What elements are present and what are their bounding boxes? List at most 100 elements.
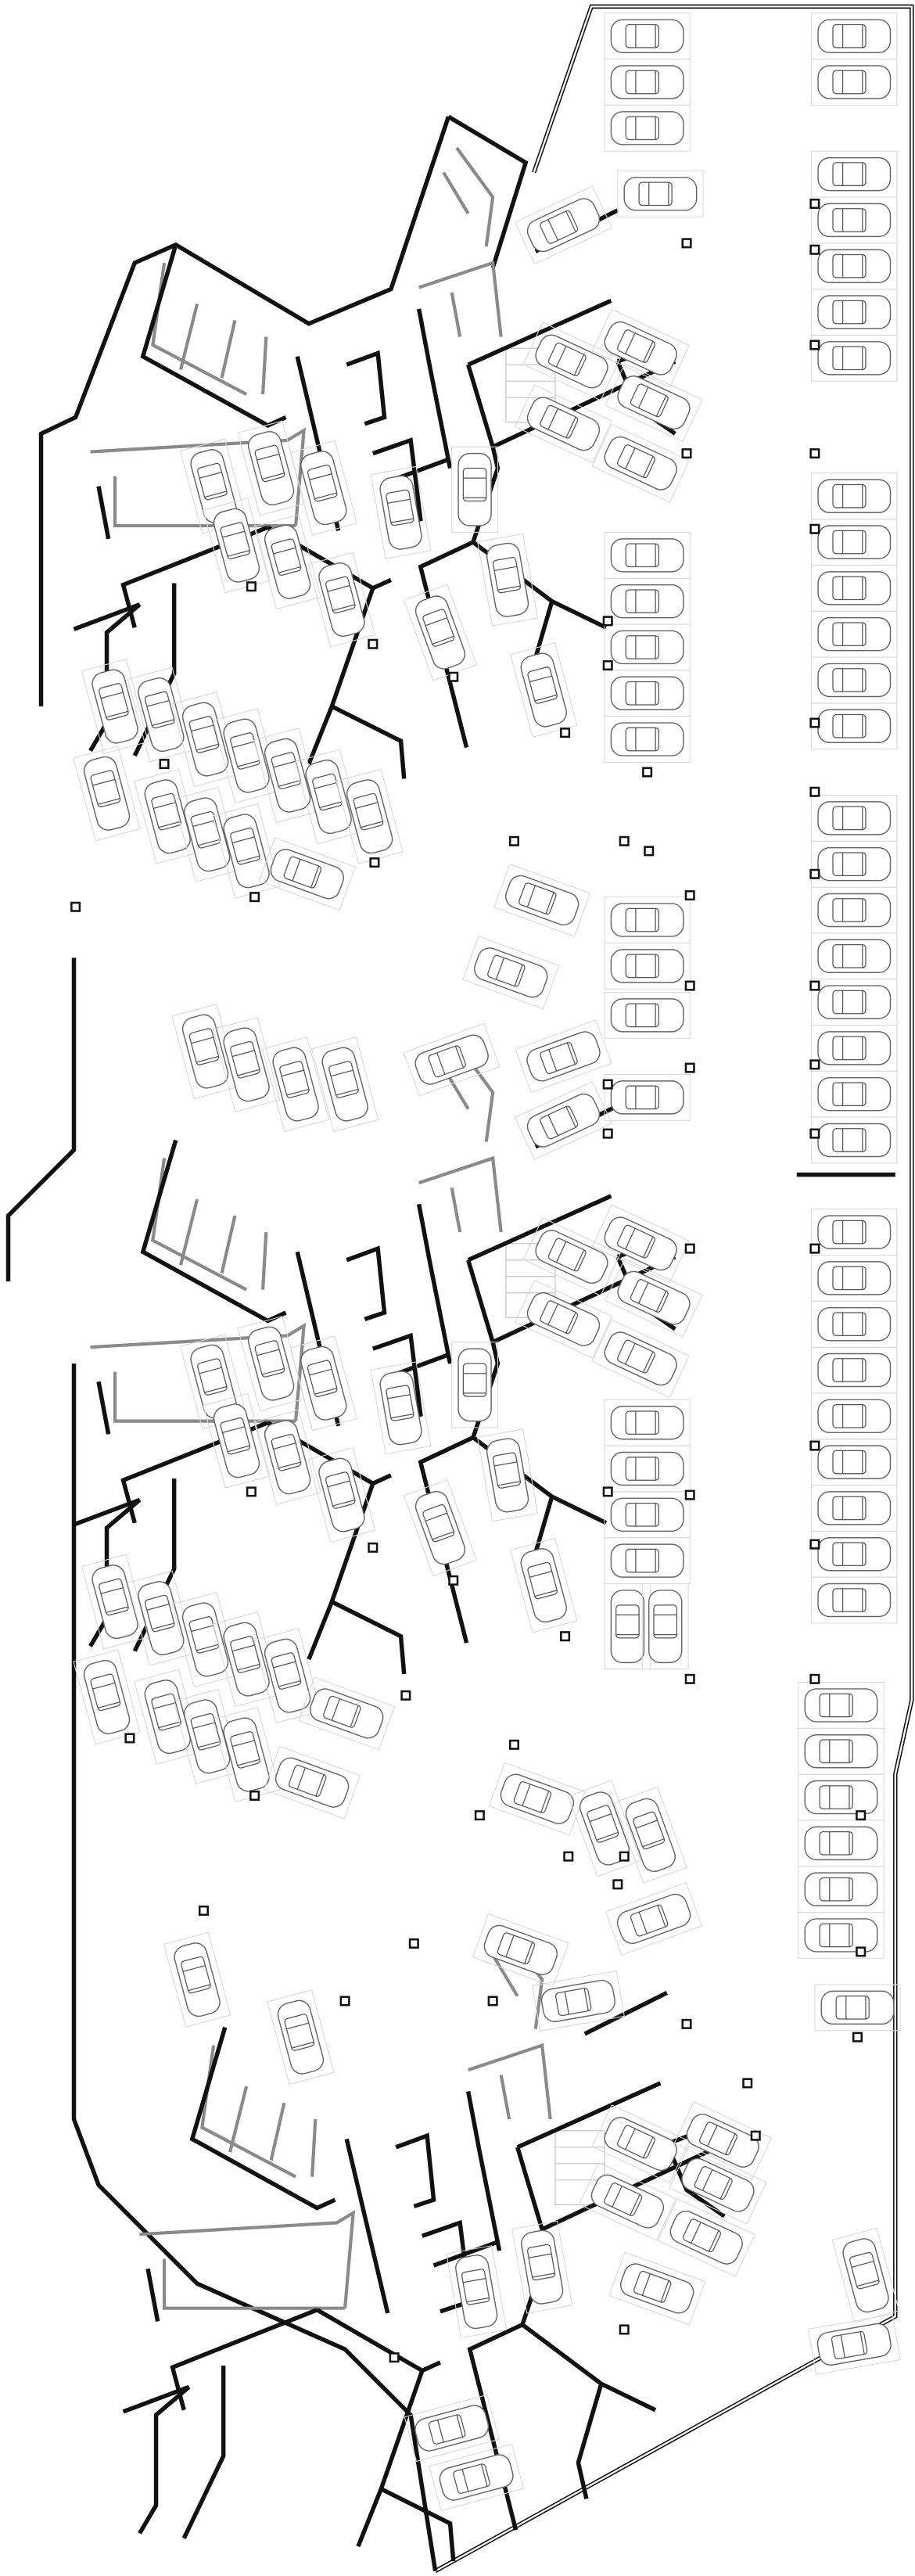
column: [809, 198, 820, 209]
parking-space: [604, 1583, 651, 1670]
parking-space: [307, 1447, 376, 1543]
column: [563, 1851, 574, 1862]
column: [644, 846, 655, 857]
column: [809, 340, 820, 350]
parking-space: [810, 656, 898, 704]
parking-space: [488, 1762, 586, 1836]
parking-space: [605, 363, 703, 442]
column: [681, 238, 692, 249]
parking-space: [604, 531, 691, 579]
column: [249, 892, 260, 903]
parking-space: [798, 1911, 884, 1960]
parking-space: [810, 702, 898, 750]
parking-space: [73, 1649, 141, 1745]
column: [508, 1739, 519, 1750]
parking-space: [810, 978, 898, 1026]
parking-space: [307, 551, 376, 648]
parking-space: [604, 623, 691, 671]
parking-space: [604, 104, 691, 152]
parking-space: [261, 1036, 330, 1133]
parking-space: [831, 2227, 900, 2323]
parking-space: [604, 1399, 691, 1446]
column: [809, 1673, 820, 1684]
parking-space: [476, 533, 539, 627]
column: [602, 1079, 613, 1090]
parking-space: [810, 1346, 898, 1394]
parking-space: [617, 170, 704, 217]
column: [684, 980, 695, 991]
parking-space: [810, 334, 898, 382]
column: [856, 1810, 867, 1821]
parking-space: [604, 991, 691, 1040]
parking-space: [605, 1881, 703, 1956]
parking-space: [810, 886, 898, 934]
column: [560, 728, 571, 738]
parking-space: [810, 1392, 898, 1440]
column: [742, 2078, 753, 2089]
parking-space: [798, 1820, 884, 1867]
column: [852, 2032, 863, 2042]
column: [408, 1938, 419, 1949]
structural-columns: [70, 198, 867, 2363]
parking-space: [298, 1676, 396, 1751]
column: [389, 2352, 400, 2363]
column: [448, 671, 459, 682]
parking-space: [604, 942, 691, 990]
parking-space: [263, 1745, 361, 1820]
column: [809, 1128, 820, 1139]
parking-space: [450, 1342, 499, 1428]
parking-space: [462, 936, 560, 1010]
parking-space: [163, 1931, 231, 2028]
parking-space: [810, 243, 898, 290]
column: [809, 786, 820, 797]
column: [684, 1243, 695, 1254]
column: [602, 616, 613, 627]
parking-space: [510, 1537, 578, 1633]
parking-space: [798, 1773, 884, 1821]
parking-space: [591, 1319, 690, 1399]
column: [368, 1542, 379, 1553]
parking-space: [605, 1258, 703, 1338]
parking-space: [514, 1080, 613, 1160]
column: [124, 1733, 135, 1744]
column: [809, 523, 820, 534]
parking-space: [514, 185, 613, 265]
parking-space: [267, 1989, 335, 2086]
column: [369, 857, 380, 868]
parking-space: [591, 423, 690, 503]
column: [809, 980, 820, 991]
parking-space: [810, 58, 898, 106]
parking-space: [810, 1024, 898, 1072]
parking-space: [810, 518, 898, 566]
parking-space: [810, 794, 898, 842]
parking-space: [810, 932, 898, 980]
column: [809, 244, 820, 255]
parking-space: [81, 1554, 149, 1650]
column: [246, 1486, 257, 1497]
parking-space: [515, 1019, 612, 1094]
parking-space: [493, 863, 591, 937]
column: [684, 890, 695, 901]
column: [198, 1905, 209, 1916]
column: [602, 1486, 613, 1497]
column: [809, 1440, 820, 1451]
parking-space: [810, 1438, 898, 1486]
parking-space: [810, 1254, 898, 1302]
column: [619, 835, 630, 846]
column: [602, 1128, 613, 1139]
parking-space: [403, 1479, 477, 1577]
parking-space: [476, 1428, 539, 1522]
parking-space: [810, 1208, 898, 1256]
parking-space: [604, 13, 691, 60]
parking-space: [510, 641, 578, 738]
parking-space: [810, 1070, 898, 1118]
parking-space: [604, 1445, 691, 1493]
column: [339, 1996, 350, 2007]
parking-space: [810, 610, 898, 658]
parking-space: [450, 446, 499, 534]
column: [809, 1059, 820, 1070]
parking-space: [604, 1073, 691, 1122]
column: [400, 1690, 411, 1701]
parking-space: [810, 1300, 898, 1348]
